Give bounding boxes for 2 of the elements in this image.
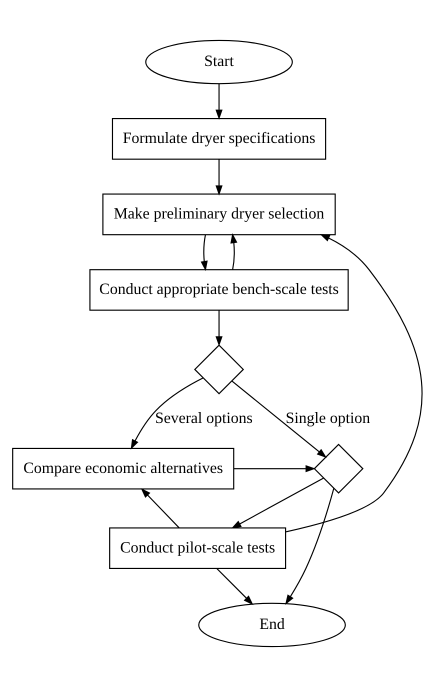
edge-label: Single option [286,410,370,428]
edge-label: Several options [154,410,253,428]
